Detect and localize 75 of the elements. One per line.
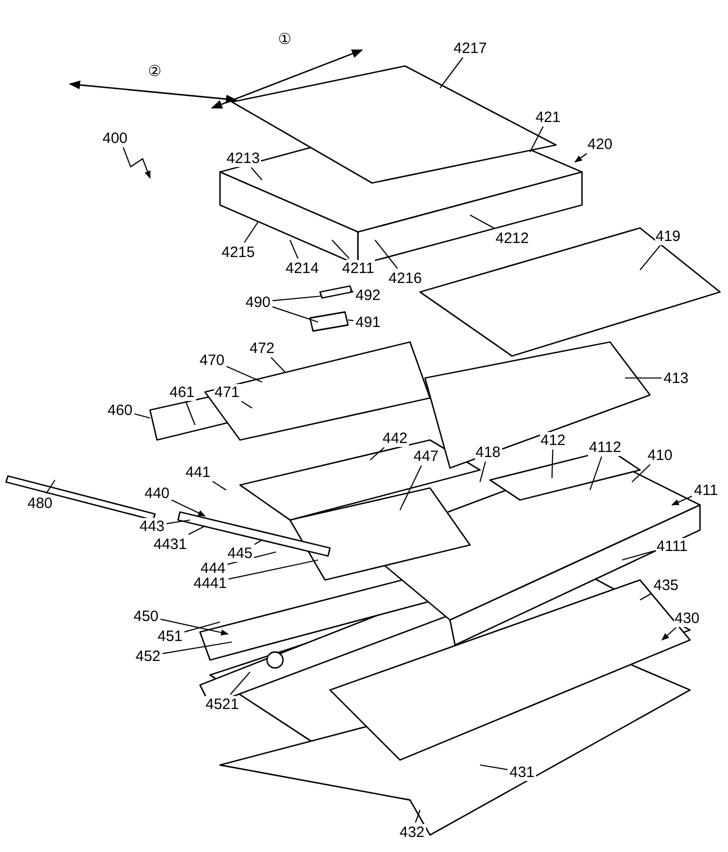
leader-line bbox=[46, 480, 56, 494]
leader-line bbox=[625, 377, 662, 379]
leader-line bbox=[226, 366, 262, 382]
part-number: 4213 bbox=[226, 150, 261, 166]
part-number: 470 bbox=[198, 352, 226, 368]
leader-line bbox=[290, 240, 298, 259]
part-number: 460 bbox=[106, 402, 134, 418]
leader-line bbox=[530, 126, 544, 152]
part-number: 443 bbox=[138, 518, 166, 534]
part-number: 4431 bbox=[152, 536, 188, 552]
leader-line bbox=[350, 290, 354, 292]
leader-line bbox=[272, 306, 318, 323]
leader-line bbox=[241, 400, 252, 408]
leader-arrow bbox=[171, 499, 206, 516]
leader-line bbox=[332, 240, 350, 259]
leader-arrow bbox=[160, 618, 229, 636]
part-number: 461 bbox=[168, 384, 196, 400]
leader-line bbox=[270, 357, 286, 372]
part-number: 4521 bbox=[204, 696, 240, 712]
leader-line bbox=[162, 641, 232, 654]
part-number: 435 bbox=[652, 576, 680, 594]
leader-line bbox=[640, 592, 652, 600]
part-number: 492 bbox=[354, 286, 382, 304]
leader-arrow bbox=[122, 147, 151, 179]
part-number: 4112 bbox=[588, 438, 622, 456]
part-number: 400 bbox=[102, 130, 129, 146]
leader-line bbox=[228, 559, 318, 580]
part-number: 451 bbox=[156, 628, 184, 644]
leader-line bbox=[212, 480, 226, 490]
leader-line bbox=[244, 222, 258, 243]
part-number: 445 bbox=[226, 544, 254, 562]
leader-line bbox=[479, 461, 486, 482]
leader-arrow bbox=[574, 153, 588, 162]
part-number: 480 bbox=[26, 494, 54, 512]
part-number: 430 bbox=[674, 610, 701, 626]
part-number: 413 bbox=[662, 370, 690, 386]
part-number: 440 bbox=[144, 484, 171, 502]
leader-line bbox=[622, 550, 655, 561]
leader-line bbox=[589, 456, 602, 490]
leader-line bbox=[134, 413, 150, 419]
leader-line bbox=[166, 519, 190, 524]
leader-line bbox=[480, 764, 508, 770]
part-number: 432 bbox=[398, 824, 426, 840]
leader-line bbox=[400, 465, 422, 510]
part-number: 491 bbox=[354, 314, 382, 330]
leader-line bbox=[370, 447, 385, 460]
leader-line bbox=[440, 57, 464, 88]
part-number: 490 bbox=[244, 294, 272, 310]
leader-line bbox=[414, 810, 421, 823]
leader-arrow bbox=[661, 627, 677, 640]
leader-line bbox=[230, 672, 250, 695]
leader-line bbox=[184, 621, 220, 632]
leader-line bbox=[470, 214, 495, 229]
part-number: 4111 bbox=[656, 538, 689, 554]
part-number: 419 bbox=[654, 228, 682, 244]
part-number: 4215 bbox=[220, 244, 256, 260]
leader-line bbox=[185, 401, 196, 426]
leader-line bbox=[632, 464, 651, 482]
leader-line bbox=[188, 526, 206, 535]
leader-line bbox=[551, 449, 554, 478]
leader-arrow bbox=[671, 496, 692, 506]
leader-line bbox=[272, 295, 322, 302]
leader-line bbox=[640, 245, 661, 270]
part-number: 452 bbox=[134, 648, 162, 664]
leader-line bbox=[348, 319, 354, 322]
part-number: 442 bbox=[382, 430, 409, 446]
part-number: 420 bbox=[586, 136, 614, 152]
part-number: 418 bbox=[474, 444, 502, 460]
leader-line bbox=[254, 540, 262, 545]
part-number: 4216 bbox=[388, 270, 423, 286]
part-number: 431 bbox=[508, 764, 536, 780]
leader-line bbox=[374, 240, 398, 269]
part-number: 410 bbox=[646, 446, 674, 464]
leader-line bbox=[250, 167, 262, 180]
part-number: 450 bbox=[132, 608, 160, 624]
